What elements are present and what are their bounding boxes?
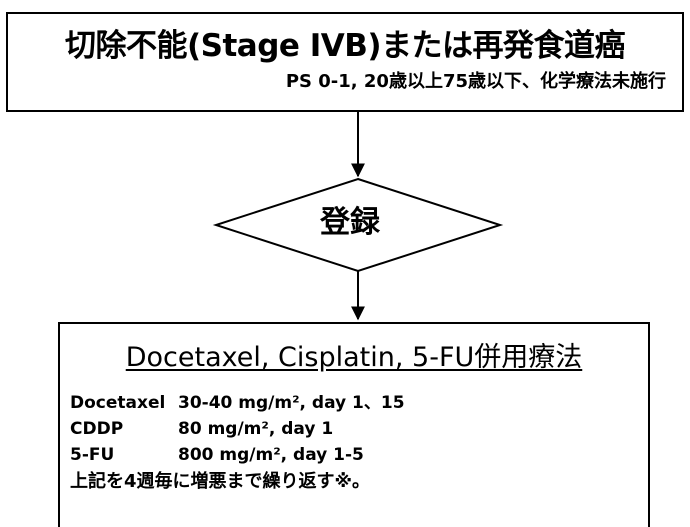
drug-name: CDDP	[70, 419, 124, 439]
eligibility-criteria: PS 0-1, 20歳以上75歳以下、化学療法未施行	[285, 71, 666, 92]
drug-dose: 80 mg/m², day 1	[178, 419, 334, 439]
cycle-note: 上記を4週毎に増悪まで繰り返す※。	[70, 471, 371, 492]
drug-name: 5-FU	[70, 445, 115, 465]
regimen-box: Docetaxel, Cisplatin, 5-FU併用療法 Docetaxel…	[58, 322, 650, 527]
drug-dose: 800 mg/m², day 1-5	[178, 445, 364, 465]
registration-label: 登録	[320, 205, 380, 240]
drug-row: Docetaxel 30-40 mg/m², day 1、15	[70, 392, 405, 414]
eligibility-title: 切除不能(Stage IVB)または再発食道癌	[64, 28, 626, 64]
eligibility-box: 切除不能(Stage IVB)または再発食道癌 PS 0-1, 20歳以上75歳…	[6, 12, 684, 112]
drug-name: Docetaxel	[70, 393, 166, 413]
regimen-title: Docetaxel, Cisplatin, 5-FU併用療法	[125, 342, 583, 373]
drug-dose: 30-40 mg/m², day 1、15	[178, 393, 405, 413]
drug-row: 5-FU 800 mg/m², day 1-5	[70, 444, 364, 466]
drug-row: CDDP 80 mg/m², day 1	[70, 418, 333, 440]
